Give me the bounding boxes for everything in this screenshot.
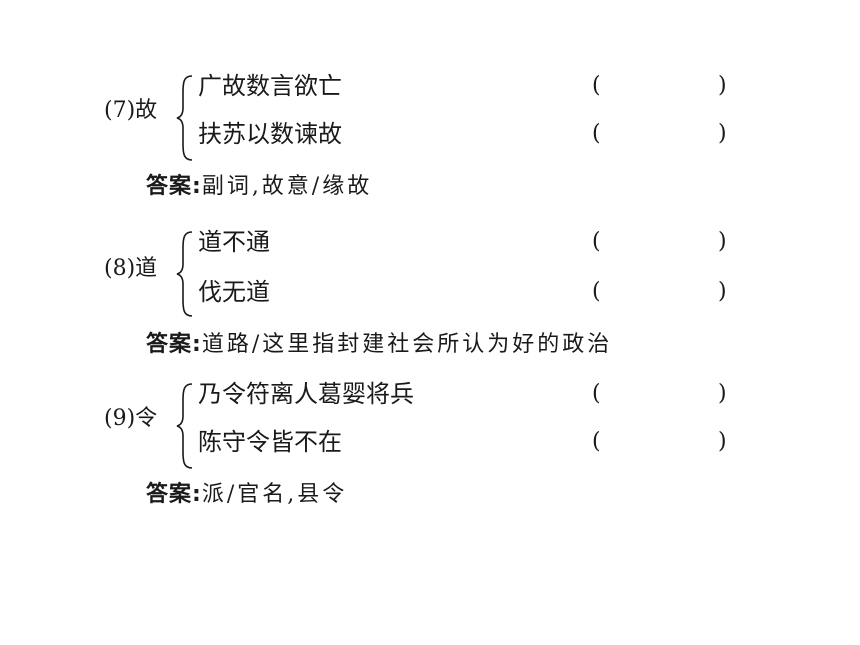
answer-text: 道路/这里指封建社会所认为好的政治 <box>201 332 613 357</box>
item-label: (9)令 <box>104 406 158 431</box>
answer-blank-close: ) <box>718 429 727 454</box>
left-brace-icon <box>174 382 196 470</box>
sense-sentence: 陈守令皆不在 <box>198 428 342 456</box>
item-label: (7)故 <box>104 98 158 123</box>
answer-text: 副词,故意/缘故 <box>201 174 373 199</box>
sense-sentence: 乃令符离人葛婴将兵 <box>198 380 414 408</box>
sense-sentence: 扶苏以数谏故 <box>198 120 342 148</box>
question-item-8: (8)道 道不通 ( ) 伐无道 ( ) <box>0 228 860 328</box>
answer-line-7: 答案:副词,故意/缘故 <box>146 172 372 202</box>
answer-blank-open: ( <box>592 279 601 304</box>
answer-blank-close: ) <box>718 121 727 146</box>
answer-blank-open: ( <box>592 229 601 254</box>
answer-blank-open: ( <box>592 429 601 454</box>
question-item-7: (7)故 广故数言欲亡 ( ) 扶苏以数谏故 ( ) <box>0 72 860 172</box>
answer-blank-open: ( <box>592 73 601 98</box>
answer-blank-close: ) <box>718 73 727 98</box>
answer-line-8: 答案:道路/这里指封建社会所认为好的政治 <box>146 330 612 360</box>
left-brace-icon <box>174 230 196 318</box>
left-brace-icon <box>174 74 196 162</box>
answer-label: 答案: <box>146 482 202 507</box>
sense-sentence: 广故数言欲亡 <box>198 72 342 100</box>
question-item-9: (9)令 乃令符离人葛婴将兵 ( ) 陈守令皆不在 ( ) <box>0 380 860 480</box>
item-label: (8)道 <box>104 256 158 281</box>
answer-blank-close: ) <box>718 279 727 304</box>
answer-line-9: 答案:派/官名,县令 <box>146 480 347 510</box>
answer-blank-open: ( <box>592 121 601 146</box>
sense-sentence: 道不通 <box>198 228 270 256</box>
answer-label: 答案: <box>146 174 202 199</box>
answer-blank-close: ) <box>718 229 727 254</box>
sense-sentence: 伐无道 <box>198 278 270 306</box>
answer-blank-close: ) <box>718 381 727 406</box>
answer-blank-open: ( <box>592 381 601 406</box>
answer-text: 派/官名,县令 <box>201 482 348 507</box>
answer-label: 答案: <box>146 332 202 357</box>
